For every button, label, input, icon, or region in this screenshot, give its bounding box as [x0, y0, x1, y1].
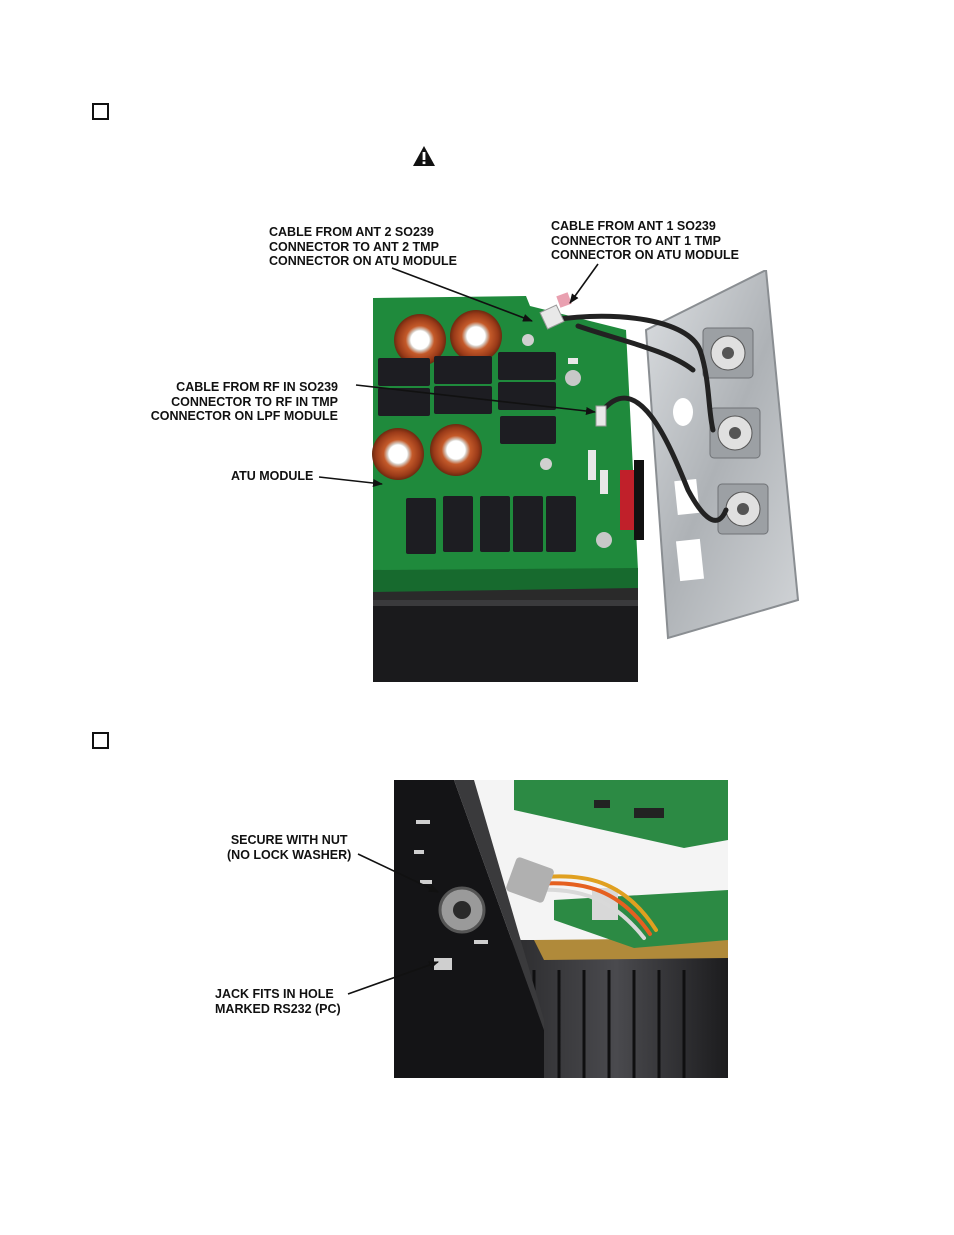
rs232-jack-photo — [394, 780, 728, 1078]
label-ant2-cable: CABLE FROM ANT 2 SO239 CONNECTOR TO ANT … — [269, 225, 457, 268]
label-rf-in-cable: CABLE FROM RF IN SO239 CONNECTOR TO RF I… — [150, 380, 338, 423]
label-atu-module: ATU MODULE — [231, 469, 314, 483]
step-1-checkbox[interactable] — [92, 103, 109, 120]
label-jack-hole: JACK FITS IN HOLE MARKED RS232 (PC) — [215, 987, 341, 1016]
step-2-checkbox[interactable] — [92, 732, 109, 749]
warning-triangle-icon — [413, 146, 435, 166]
label-ant1-cable: CABLE FROM ANT 1 SO239 CONNECTOR TO ANT … — [551, 219, 739, 262]
label-secure-nut: SECURE WITH NUT (NO LOCK WASHER) — [227, 833, 352, 862]
